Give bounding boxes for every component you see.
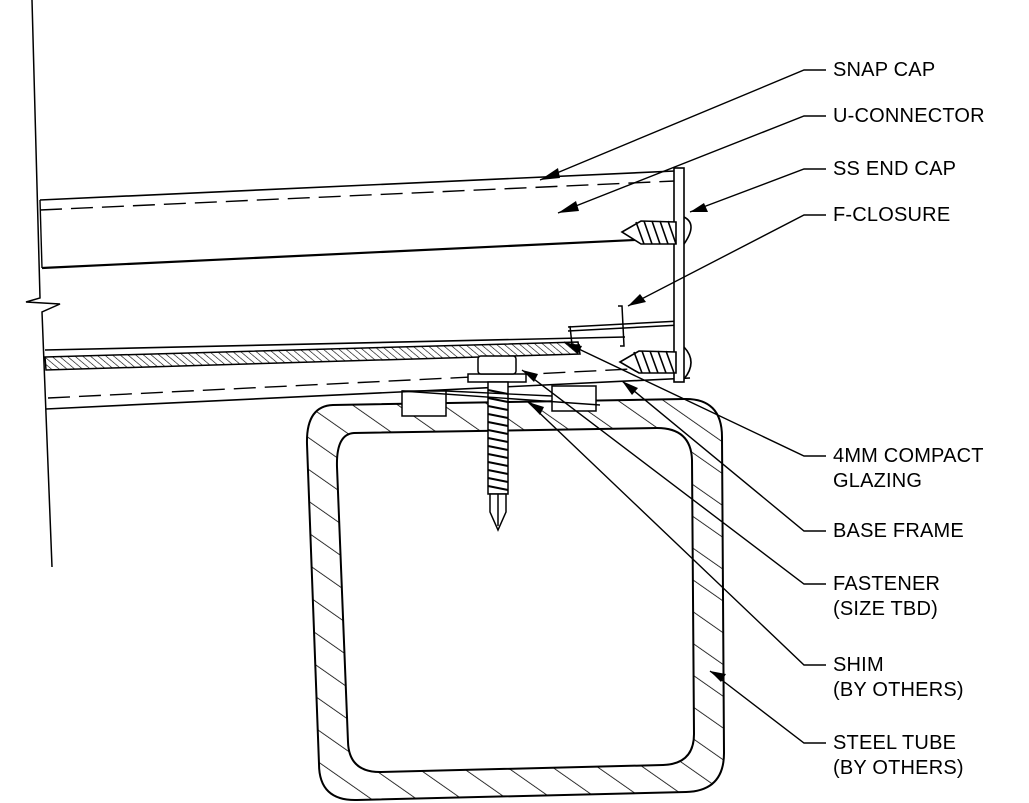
callout-line: (BY OTHERS) <box>833 757 964 779</box>
callout-line: F-CLOSURE <box>833 204 951 226</box>
callout-line: BASE FRAME <box>833 520 964 542</box>
steel-tube-section <box>305 397 726 802</box>
callout-line: GLAZING <box>833 470 923 492</box>
callout-line: (SIZE TBD) <box>833 598 938 620</box>
callout-f-closure: F-CLOSURE <box>833 203 950 228</box>
glazing-strip <box>44 341 581 371</box>
callout-line: SHIM <box>833 654 884 676</box>
callout-line: SNAP CAP <box>833 59 936 81</box>
callout-shim: SHIM (BY OTHERS) <box>833 653 964 703</box>
callout-snap-cap: SNAP CAP <box>833 58 935 83</box>
leader-lines <box>401 69 826 744</box>
u-connector-profile <box>39 170 678 270</box>
callout-line: SS END CAP <box>833 158 957 180</box>
base-frame-profile <box>44 336 691 410</box>
f-closure-profile <box>567 305 681 347</box>
callout-line: U-CONNECTOR <box>833 105 985 127</box>
callout-line: STEEL TUBE <box>833 732 957 754</box>
shim-blocks <box>401 385 597 417</box>
fastener-screw <box>467 355 527 532</box>
callout-base-frame: BASE FRAME <box>833 519 964 544</box>
callout-line: (BY OTHERS) <box>833 679 964 701</box>
callout-compact-glazing: 4MM COMPACT GLAZING <box>833 444 984 494</box>
end-cap-screws <box>618 220 677 374</box>
callout-steel-tube: STEEL TUBE (BY OTHERS) <box>833 731 964 781</box>
callout-line: FASTENER <box>833 573 941 595</box>
break-line <box>25 0 61 568</box>
callout-line: 4MM COMPACT <box>833 445 984 467</box>
callout-fastener: FASTENER (SIZE TBD) <box>833 572 940 622</box>
callout-u-connector: U-CONNECTOR <box>833 104 985 129</box>
ss-end-cap-plate <box>673 167 692 383</box>
callout-ss-end-cap: SS END CAP <box>833 157 956 182</box>
leader-arrowheads <box>522 168 726 682</box>
